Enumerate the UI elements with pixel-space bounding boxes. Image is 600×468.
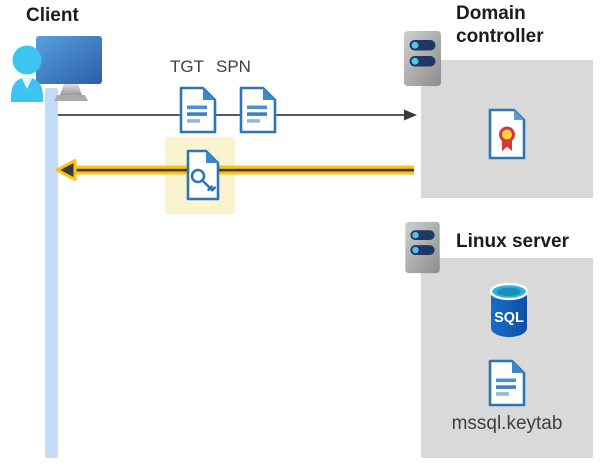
request-arrow xyxy=(58,109,417,121)
client-user-computer-icon xyxy=(11,36,102,102)
tgt-label: TGT xyxy=(170,57,204,76)
tgt-document-icon xyxy=(179,86,217,134)
domain-controller-server-icon xyxy=(404,31,441,86)
response-arrow xyxy=(55,159,414,181)
domain-controller-label: Domain controller xyxy=(456,3,544,47)
sql-database-icon: SQL xyxy=(489,283,529,337)
spn-document-icon xyxy=(239,86,277,134)
client-lifeline-bar xyxy=(45,88,58,458)
linux-server-label: Linux server xyxy=(456,231,569,252)
keytab-document-icon xyxy=(488,359,526,407)
key-document-icon xyxy=(186,149,220,201)
linux-server-icon xyxy=(405,221,440,274)
spn-label: SPN xyxy=(216,57,251,76)
certificate-icon xyxy=(488,108,526,160)
client-label: Client xyxy=(26,5,79,26)
sql-badge-text: SQL xyxy=(494,310,524,326)
keytab-filename-label: mssql.keytab xyxy=(451,413,563,434)
